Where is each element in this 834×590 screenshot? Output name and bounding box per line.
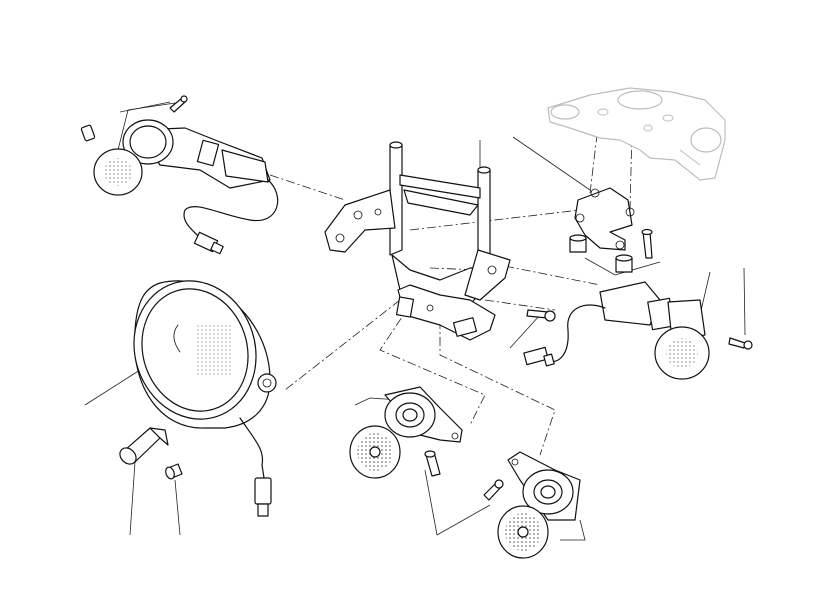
leader-lines bbox=[84, 101, 746, 541]
turn-signal-small-bulb bbox=[80, 124, 96, 142]
headlamp-support-bracket bbox=[324, 141, 511, 341]
assembly-lines bbox=[269, 109, 633, 456]
top-yoke-ghost bbox=[547, 87, 726, 181]
horn-upper bbox=[349, 386, 463, 479]
headlamp-connector bbox=[254, 477, 272, 517]
parking-bulb bbox=[165, 463, 183, 480]
horn-screws bbox=[424, 450, 504, 501]
turn-signal-left bbox=[93, 119, 279, 255]
turn-signal-screw bbox=[169, 95, 188, 113]
headlamp-bulb bbox=[119, 427, 169, 465]
rubber-spacers bbox=[569, 234, 633, 273]
horn-lower bbox=[497, 451, 581, 559]
bracket-screw bbox=[641, 228, 653, 259]
turn-signal-right bbox=[523, 281, 710, 380]
headlamp bbox=[133, 280, 277, 479]
right-signal-screw bbox=[728, 337, 753, 350]
bracket-bolt bbox=[526, 309, 556, 322]
yoke-bracket bbox=[574, 187, 635, 251]
